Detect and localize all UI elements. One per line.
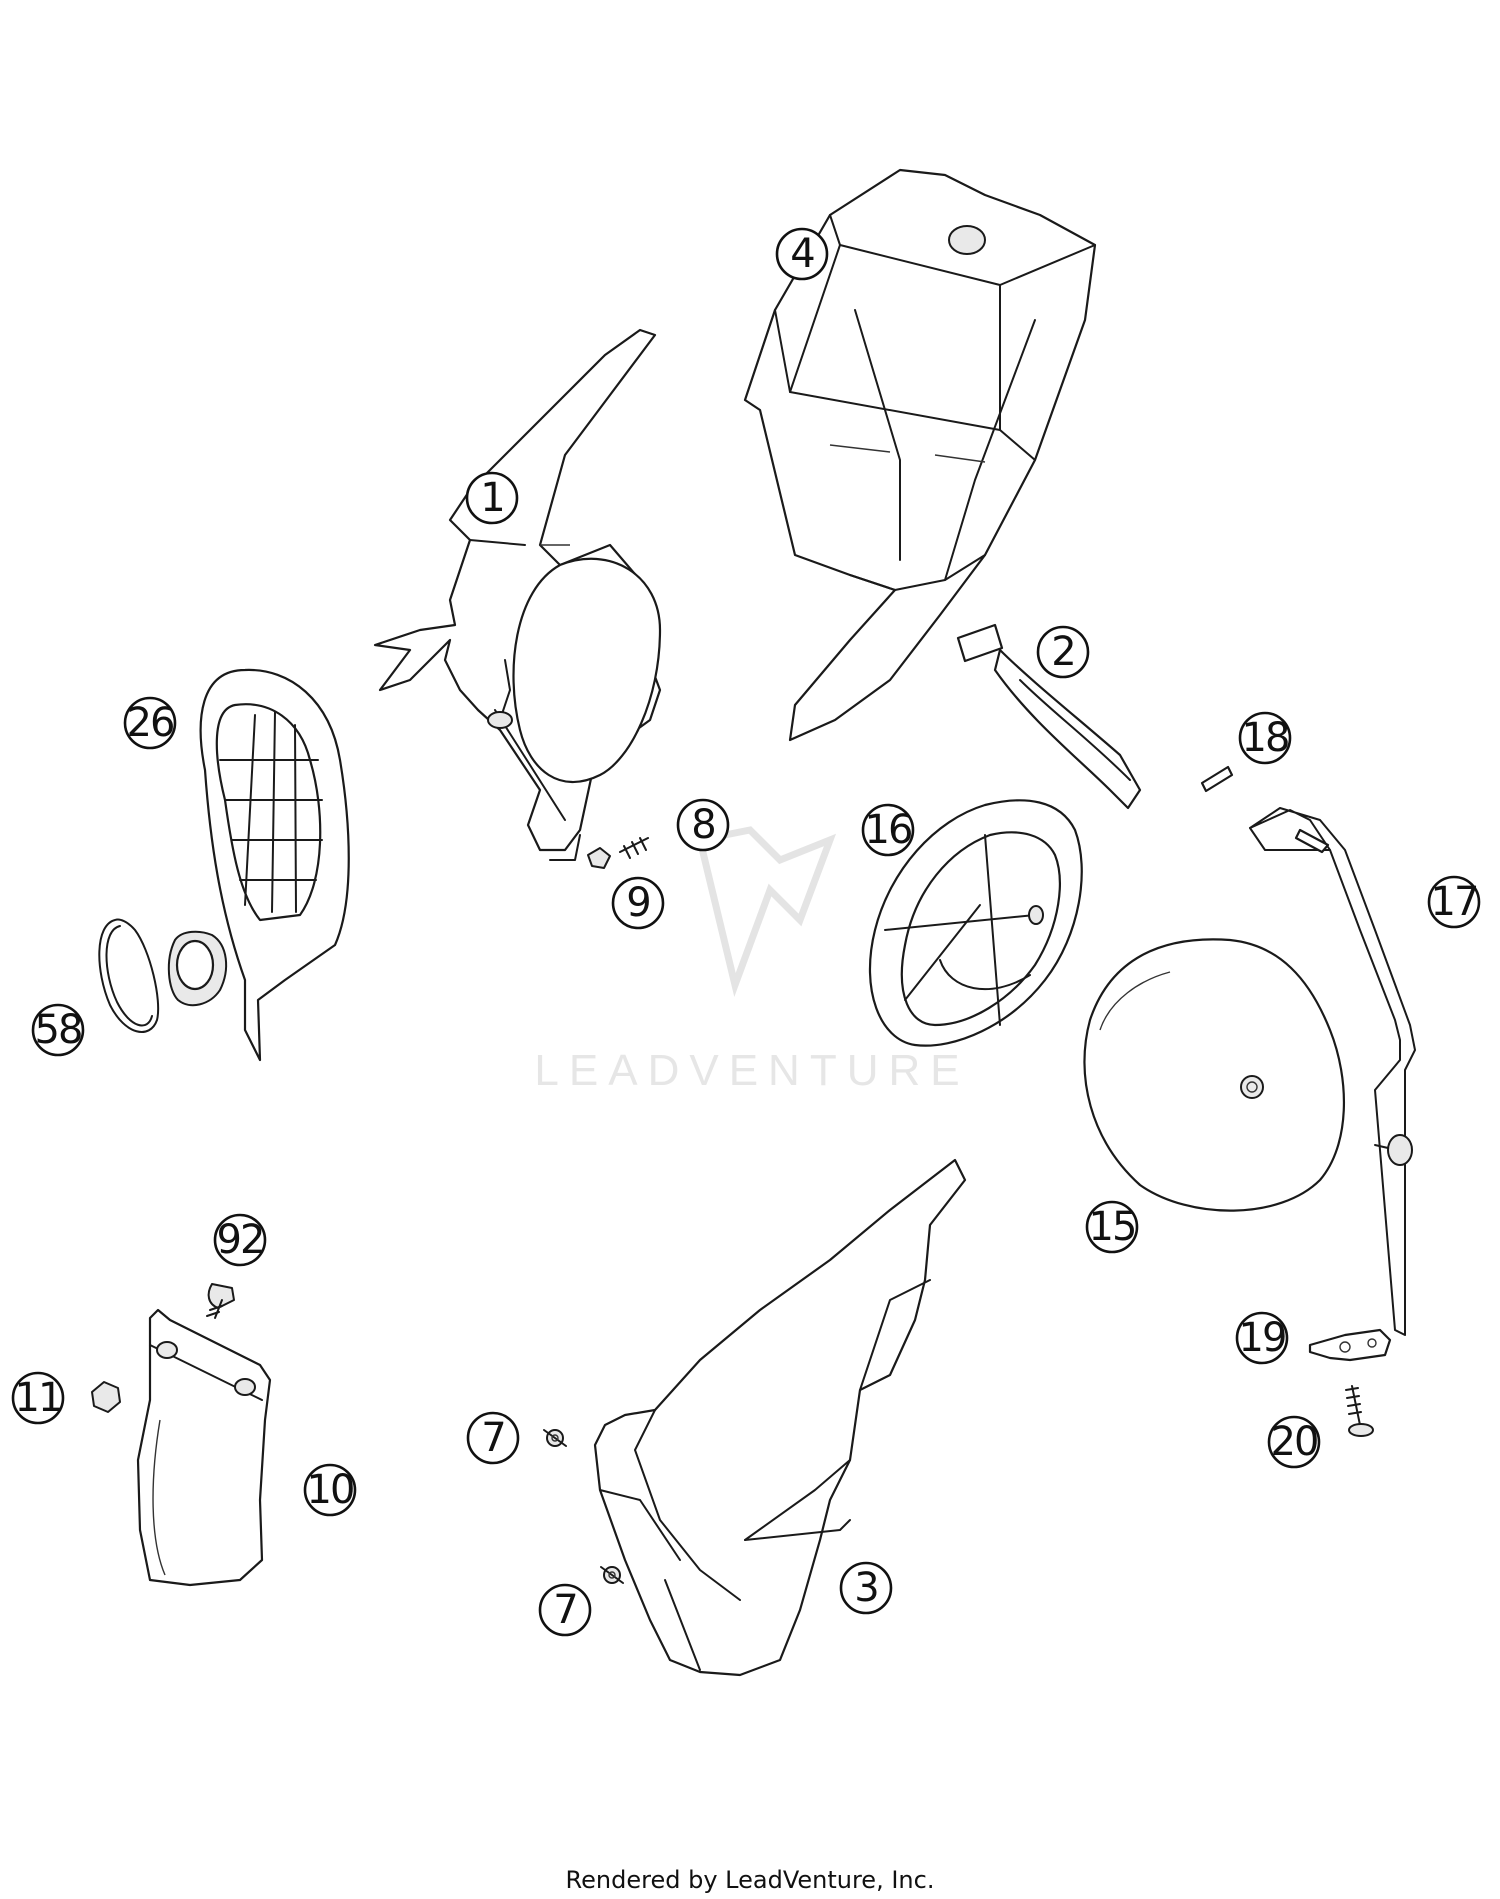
callout-3[interactable]: 3 [839, 1561, 893, 1615]
watermark-logo-icon [695, 826, 837, 998]
callout-18[interactable]: 18 [1238, 711, 1292, 765]
callout-4-label: 4 [790, 231, 814, 277]
callout-92-label: 92 [217, 1217, 264, 1263]
callout-11[interactable]: 11 [11, 1371, 65, 1425]
part-7-screw-lower[interactable] [600, 1566, 624, 1584]
callout-7-lower-label: 7 [553, 1587, 576, 1633]
callout-10-label: 10 [307, 1467, 354, 1513]
callout-19[interactable]: 19 [1235, 1311, 1289, 1365]
callout-3-label: 3 [854, 1565, 877, 1611]
callout-1[interactable]: 1 [465, 471, 519, 525]
callout-11-label: 11 [15, 1375, 62, 1421]
callout-10[interactable]: 10 [303, 1463, 357, 1517]
watermark-text: LEADVENTURE [534, 1046, 969, 1095]
callout-58-label: 58 [35, 1007, 82, 1053]
callout-17[interactable]: 17 [1427, 875, 1481, 929]
callout-20-label: 20 [1271, 1419, 1318, 1465]
callout-2-label: 2 [1051, 629, 1074, 675]
callout-26-label: 26 [127, 700, 174, 746]
callout-16[interactable]: 16 [861, 803, 915, 857]
callout-26[interactable]: 26 [123, 696, 177, 750]
callout-17-label: 17 [1431, 879, 1478, 925]
part-17-bracket[interactable] [1249, 807, 1416, 1336]
part-7-screw-upper[interactable] [543, 1429, 567, 1447]
part-19-clip[interactable] [1308, 1328, 1392, 1362]
callout-2[interactable]: 2 [1036, 625, 1090, 679]
part-58-clamp[interactable] [98, 918, 160, 1033]
callout-8[interactable]: 8 [676, 798, 730, 852]
callout-15[interactable]: 15 [1085, 1200, 1139, 1254]
part-16-filter-cage[interactable] [868, 799, 1083, 1047]
callout-7-lower[interactable]: 7 [538, 1583, 592, 1637]
callout-1-label: 1 [480, 475, 503, 521]
callout-4[interactable]: 4 [775, 227, 829, 281]
callout-9-label: 9 [626, 880, 649, 926]
part-8-screw[interactable] [619, 837, 649, 859]
callout-8-label: 8 [691, 802, 714, 848]
callout-58[interactable]: 58 [31, 1003, 85, 1057]
part-18-pin[interactable] [1200, 765, 1234, 793]
part-9-washer[interactable] [587, 847, 611, 869]
callout-18-label: 18 [1242, 715, 1289, 761]
part-2-strap[interactable] [956, 623, 1142, 810]
callout-19-label: 19 [1239, 1315, 1286, 1361]
callout-20[interactable]: 20 [1267, 1415, 1321, 1469]
part-1-airbox-side[interactable] [373, 328, 662, 861]
callout-15-label: 15 [1089, 1204, 1136, 1250]
callout-9[interactable]: 9 [611, 876, 665, 930]
callouts: 1 2 3 4 7 7 8 9 10 11 15 16 17 18 19 20 … [11, 227, 1481, 1637]
part-15-air-filter[interactable] [1083, 938, 1346, 1212]
callout-7-upper-label: 7 [481, 1415, 504, 1461]
part-92-bolt[interactable] [206, 1283, 235, 1319]
part-3-side-cover[interactable] [593, 1158, 967, 1677]
part-20-screw[interactable] [1345, 1385, 1374, 1437]
part-10-mudflap[interactable] [136, 1308, 272, 1587]
part-26-intake-boot[interactable] [167, 668, 350, 1062]
footer-credit: Rendered by LeadVenture, Inc. [565, 1866, 935, 1894]
part-11-nut[interactable] [91, 1381, 121, 1413]
watermark: LEADVENTURE [534, 826, 969, 1095]
callout-16-label: 16 [865, 807, 912, 853]
callout-92[interactable]: 92 [213, 1213, 267, 1267]
callout-7-upper[interactable]: 7 [466, 1411, 520, 1465]
part-4-airbox[interactable] [743, 168, 1097, 742]
